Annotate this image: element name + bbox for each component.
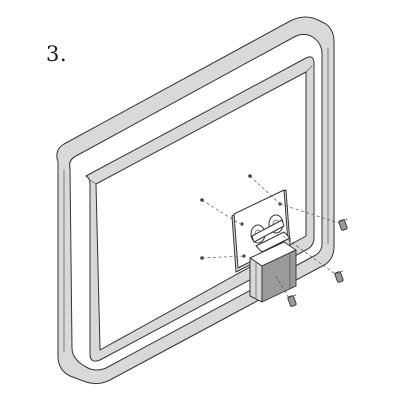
stand-arm bbox=[249, 241, 297, 303]
plate-hole bbox=[242, 254, 246, 258]
panel-holes bbox=[200, 174, 252, 260]
monitor-back-housing bbox=[56, 16, 335, 385]
screw bbox=[287, 294, 297, 307]
step-number: 3. bbox=[46, 42, 68, 66]
alignment-guides bbox=[201, 175, 343, 301]
screw bbox=[334, 270, 344, 283]
plate-hole bbox=[240, 222, 244, 226]
screw bbox=[338, 218, 348, 231]
